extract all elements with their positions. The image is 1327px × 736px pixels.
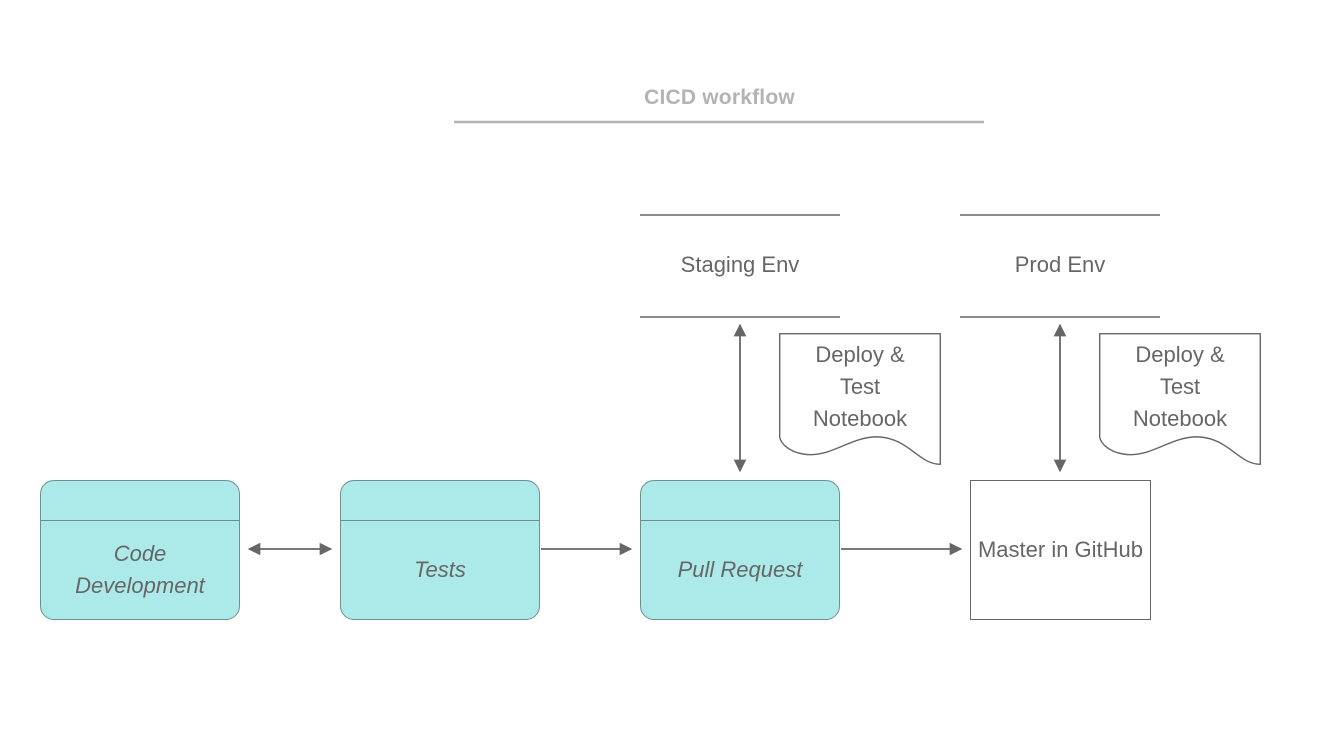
node-master-in-github[interactable]: Master in GitHub (970, 480, 1151, 620)
document-line-3: Notebook (1132, 406, 1228, 431)
node-tests-label: Tests (414, 557, 466, 582)
document-line-3: Notebook (812, 406, 908, 431)
node-code-development[interactable]: Code Development (40, 480, 240, 620)
env-label-staging: Staging Env (680, 252, 800, 277)
document-prod-notebook-label: Deploy & Test Notebook (1099, 339, 1261, 435)
document-line-2: Test (1159, 374, 1201, 399)
node-code-development-label: Code Development (75, 541, 205, 598)
page-title: CICD workflow (644, 86, 795, 109)
document-staging-notebook[interactable]: Deploy & Test Notebook (779, 333, 941, 465)
document-line-1: Deploy & (815, 342, 905, 367)
node-header-divider (40, 520, 240, 521)
env-label-prod: Prod Env (1014, 252, 1106, 277)
document-staging-notebook-label: Deploy & Test Notebook (779, 339, 941, 435)
document-prod-notebook[interactable]: Deploy & Test Notebook (1099, 333, 1261, 465)
node-tests[interactable]: Tests (340, 480, 540, 620)
document-line-2: Test (839, 374, 881, 399)
node-header-divider (340, 520, 540, 521)
document-shape-outline (779, 333, 941, 465)
node-header-divider (640, 520, 840, 521)
node-pull-request-label: Pull Request (677, 557, 803, 582)
document-line-1: Deploy & (1135, 342, 1225, 367)
document-shape-outline (1099, 333, 1261, 465)
node-pull-request[interactable]: Pull Request (640, 480, 840, 620)
